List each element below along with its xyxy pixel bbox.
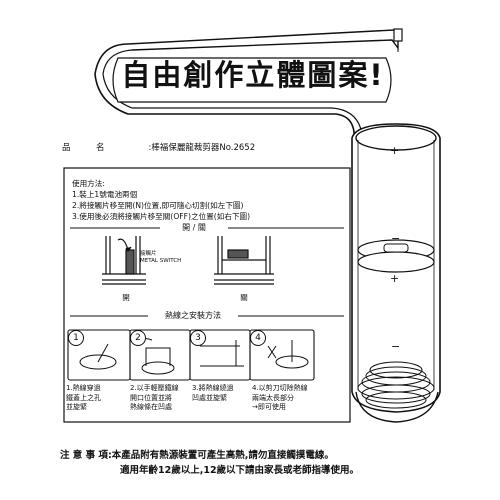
cutter-frame-outer (94, 43, 357, 169)
metal-switch-label: 接觸片 METAL SWITCH (140, 251, 182, 264)
usage-heading: 使用方法: (72, 179, 105, 188)
install-step-number: 4 (250, 330, 266, 346)
product-name-row: 品 名 :棒福保麗龍裁剪器No.2652 (62, 141, 255, 153)
battery-nub (383, 243, 409, 253)
usage-step: 3.使用後必須將接觸片移至關(OFF)之位置(如右下圖) (72, 212, 251, 221)
spring-coil (357, 361, 435, 409)
battery-top-minus: − (391, 232, 401, 245)
battery-bottom-minus: − (391, 340, 401, 353)
battery-top-cap (355, 125, 437, 151)
battery-mid-bottom (357, 251, 435, 273)
cutter-frame-inner (102, 49, 363, 170)
rod-tip (393, 28, 403, 42)
page-title: 自由創作立體圖案! (121, 58, 385, 92)
notice-block: 注 意 事 項:本產品附有熱源裝置可產生高熱,請勿直接觸摸電線。 適用年齡12歲… (60, 448, 359, 478)
battery-bottom-plus: + (390, 272, 400, 285)
usage-step: 1.裝上1號電池兩個 (72, 190, 138, 199)
cutter-top-rod (127, 29, 399, 51)
notice-label: 注 意 事 項 (60, 450, 108, 461)
install-step-caption: 4.以剪刀切除熱線 兩端太長部分 →即可使用 (252, 384, 308, 411)
switch-on-label: 開 (122, 293, 130, 302)
usage-step: 2.將接觸片移至開(N)位置,即可隨心切割(如左下圖) (72, 201, 244, 210)
switch-on-diagram (102, 236, 146, 285)
switch-off-label: 關 (240, 293, 248, 302)
install-step-frames (67, 329, 315, 381)
product-label: 品 名 (62, 143, 105, 153)
title-badge (112, 57, 392, 103)
switch-off-diagram (214, 236, 274, 285)
install-section-heading: 熱線之安裝方法 (165, 311, 221, 320)
usage-instructions: 使用方法: 1.裝上1號電池兩個 2.將接觸片移至開(N)位置,即可隨心切割(如… (72, 178, 250, 222)
product-name: :棒福保麗龍裁剪器No.2652 (148, 143, 256, 153)
notice-line2: 適用年齡12歲以上,12歲以下請由家長或老師指導使用。 (120, 465, 360, 476)
install-step-number: 3 (190, 330, 206, 346)
battery-top-plus: + (390, 144, 400, 157)
step3-wire (200, 340, 244, 367)
install-step-number: 1 (68, 330, 84, 346)
install-step-caption: 2.以手輕壓鐵線 開口位置並將 熱線條在凹處 (130, 384, 179, 411)
step2-cap (141, 361, 175, 375)
install-step-caption: 3.將熱線繞過 凹處並旋緊 (192, 384, 234, 402)
install-step-caption: 1.熱線穿過 鐵蓋上之孔 並旋緊 (66, 384, 101, 411)
install-step-number: 2 (130, 330, 146, 346)
switch-section-heading: 開 / 關 (182, 223, 206, 232)
notice-line1: :本產品附有熱源裝置可產生高熱,請勿直接觸摸電線。 (107, 450, 334, 461)
step1-cap (79, 354, 117, 370)
